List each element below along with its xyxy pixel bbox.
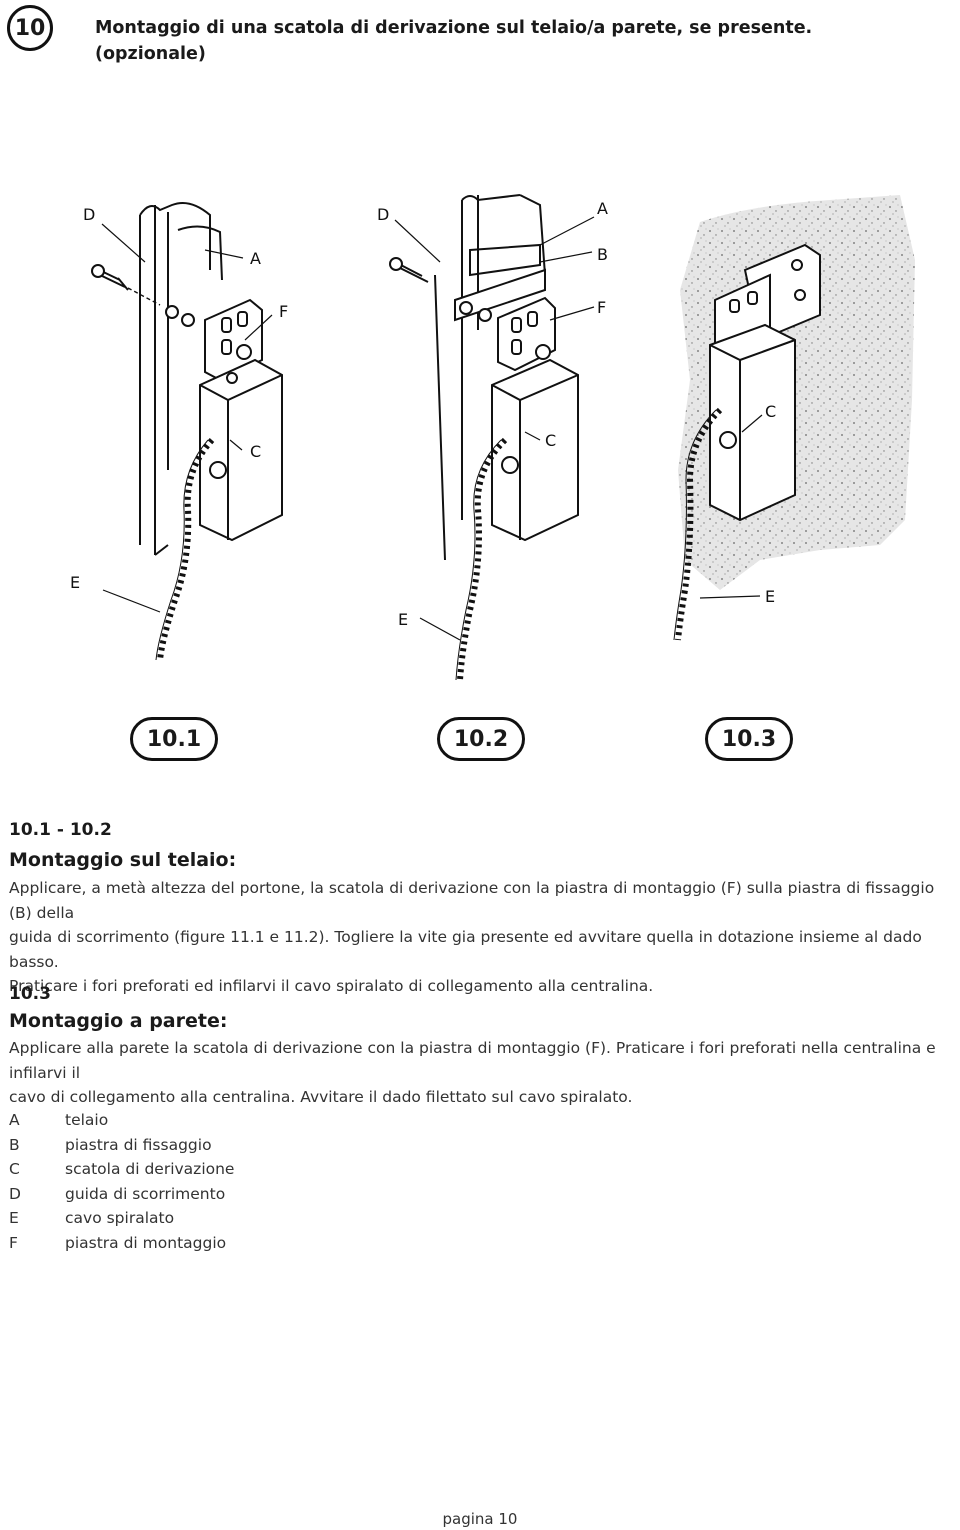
section2-line: cavo di collegamento alla centralina. Av… [9,1088,633,1106]
page-heading: Montaggio di una scatola di derivazione … [95,15,812,67]
legend-text: guida di scorrimento [65,1184,226,1203]
fig2-label-B: B [597,245,608,264]
fig2-label-D: D [377,205,389,224]
legend-text: telaio [65,1111,109,1129]
heading-title: Montaggio di una scatola di derivazione … [95,18,813,38]
fig1-label-A: A [250,249,261,268]
page-number: pagina 10 [442,1510,518,1528]
legend-text: piastra di fissaggio [65,1135,212,1154]
fig3-label-C: C [765,402,776,421]
figure-caption-10-2: 10.2 [437,717,525,761]
figure-10-3-drawing [673,195,915,641]
figure-10-2-drawing [389,194,579,681]
legend-key: E [9,1209,19,1228]
legend-key: C [9,1160,20,1179]
figure-10-1-drawing [91,202,283,661]
section2-line: Applicare alla parete la scatola di deri… [9,1039,936,1082]
legend-key: B [9,1135,20,1154]
fig2-label-C: C [545,431,556,450]
legend-key: F [9,1233,18,1252]
legend-text: piastra di montaggio [65,1233,227,1252]
installation-illustration: D A F C E D [70,194,915,681]
section1-line: Applicare, a metà altezza del portone, l… [9,879,935,922]
section2-paragraph: Applicare alla parete la scatola di deri… [9,1036,959,1110]
fig1-label-E: E [70,573,80,592]
section2-title: Montaggio a parete: [9,1010,228,1032]
legend-key: D [9,1184,21,1203]
section1-paragraph: Applicare, a metà altezza del portone, l… [9,876,959,999]
section1-line: Praticare i fori preforati ed infilarvi … [9,977,654,995]
fig2-label-A: A [597,199,608,218]
figure-caption-10-3: 10.3 [705,717,793,761]
legend-key: A [9,1111,20,1129]
fig3-label-E: E [765,587,775,606]
fig1-label-C: C [250,442,261,461]
section1-line: guida di scorrimento (figure 11.1 e 11.2… [9,928,922,971]
step-number-badge: 10 [7,5,53,51]
section1-number: 10.1 - 10.2 [9,820,112,840]
figure-caption-10-1: 10.1 [130,717,218,761]
heading-subtitle: (opzionale) [95,44,206,64]
legend-text: scatola di derivazione [65,1160,235,1179]
fig1-label-D: D [83,205,95,224]
section1-title: Montaggio sul telaio: [9,849,237,871]
fig2-label-E: E [398,610,408,629]
fig1-label-F: F [279,302,288,321]
legend-text: cavo spiralato [65,1209,175,1228]
fig2-label-F: F [597,298,606,317]
section2-number: 10.3 [9,984,51,1004]
